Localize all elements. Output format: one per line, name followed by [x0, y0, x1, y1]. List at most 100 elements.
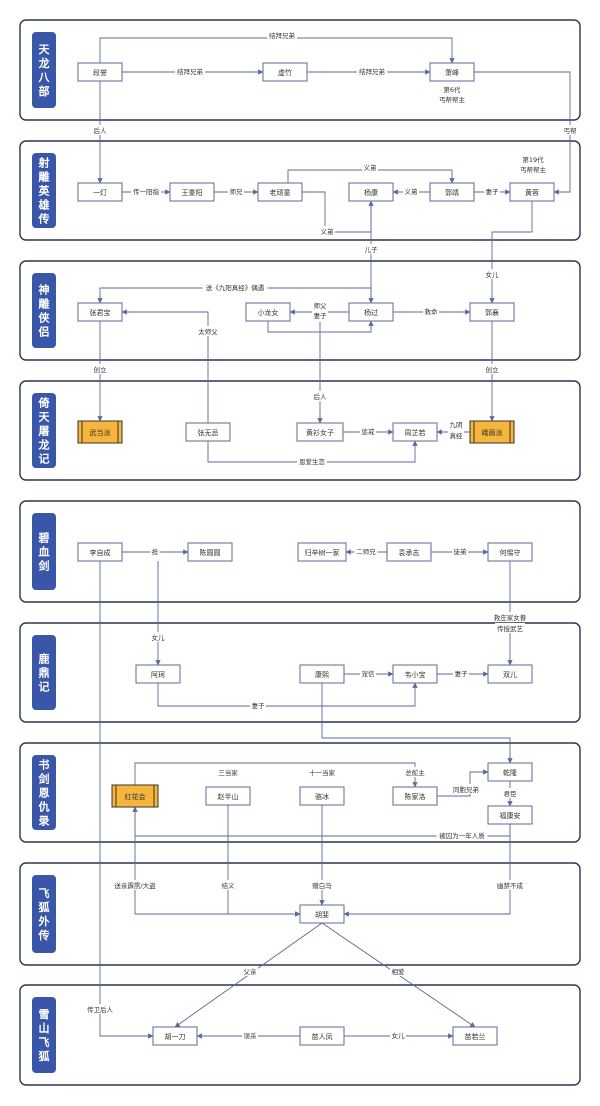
node-label: 乾隆	[503, 768, 517, 777]
node-label: 杨康	[364, 188, 378, 197]
edge-label-bg	[92, 125, 108, 135]
edge-label-bg	[502, 788, 518, 798]
edge-label: 结拜兄弟	[359, 67, 385, 76]
node-label: 小龙女	[258, 308, 279, 317]
edge-label: 妻子	[314, 311, 328, 320]
section-title: 雪山飞狐	[39, 1008, 50, 1063]
edge-label: 师父	[314, 301, 328, 310]
node-huangrong: 黄蓉	[509, 182, 555, 202]
edge-label-bg	[297, 456, 327, 466]
edge-label-bg	[362, 162, 378, 172]
node-zhangjunbao: 张君宝	[77, 302, 123, 322]
node-chenjialuo: 陈家洛	[392, 786, 438, 806]
section-title-box	[32, 393, 56, 468]
edge-label: 结拜兄弟	[177, 67, 203, 76]
edge-label-bg	[452, 546, 468, 556]
edge-label-bg	[453, 668, 469, 678]
node-huangshan: 黄衫女子	[296, 422, 344, 442]
node-aké: 阿珂	[135, 664, 181, 684]
node-label: 峨眉派	[482, 428, 503, 437]
edge-label-bg	[150, 632, 166, 642]
edge-label-bg	[518, 164, 548, 174]
edge-label-bg	[436, 830, 488, 840]
edge-label-bg	[360, 668, 376, 678]
node-label: 张无忌	[198, 428, 219, 437]
edge-label-bg	[440, 84, 464, 94]
node-laowantong: 老顽童	[257, 182, 303, 202]
node-xiaolongnv: 小龙女	[245, 302, 291, 322]
node-qianlong: 乾隆	[487, 762, 533, 782]
node-hufei: 胡斐	[299, 904, 345, 924]
edge-label-bg	[403, 186, 419, 196]
edge-label: 幽禁不成	[497, 881, 524, 890]
edge-label: 结拜兄弟	[269, 31, 295, 40]
relationship-edge	[321, 683, 513, 764]
edge-label-bg	[267, 30, 297, 40]
section-title-box	[32, 513, 56, 590]
edge-label: 二师兄	[356, 547, 376, 556]
edge-label: 同胞兄弟	[453, 785, 479, 794]
section-title: 神雕侠侣	[39, 283, 51, 339]
node-label: 虚竹	[278, 68, 292, 77]
node-yangguo: 杨过	[348, 302, 394, 322]
edge-label-bg	[109, 880, 161, 890]
edge-label-bg	[423, 306, 439, 316]
relationship-edge	[489, 201, 533, 304]
edge-label: 丐帮帮主	[520, 165, 547, 174]
edge-label-bg	[403, 767, 427, 777]
edge-label: 恩爱生恋	[299, 457, 326, 466]
edge-label-bg	[228, 186, 244, 196]
node-zhangwuji: 张无忌	[185, 422, 231, 442]
edge-label: 君臣	[504, 790, 518, 798]
edge-label-bg	[312, 300, 328, 310]
edge-label: 结义	[222, 881, 236, 890]
edge-label-bg	[390, 1030, 406, 1040]
node-label: 胡斐	[315, 910, 329, 919]
relationship-edge	[99, 561, 154, 1039]
section-title-box	[32, 635, 56, 710]
node-honghua: 红花会	[111, 784, 159, 808]
edge-label: 传授武艺	[497, 624, 524, 633]
edge-label: 创立	[486, 365, 500, 374]
node-chenyuanyuan: 陈圆圆	[187, 542, 233, 562]
section-title: 射雕英雄传	[38, 156, 51, 226]
edge-label: 传卫后人	[87, 1005, 114, 1014]
edge-label: 传一阳指	[133, 187, 160, 196]
edge-label: 义弟	[364, 163, 377, 172]
node-label: 袁承志	[399, 548, 420, 557]
node-label: 韦小宝	[405, 670, 426, 679]
node-label: 黄蓉	[525, 188, 539, 197]
edge-label: 十一当家	[309, 768, 336, 777]
edge-label: 送《九阳真经》偶遇	[206, 283, 265, 292]
node-label: 双儿	[503, 671, 517, 679]
node-label: 陈圆圆	[200, 548, 221, 557]
edge-label-bg	[562, 125, 578, 135]
edge-label-bg	[357, 66, 387, 76]
edge-label: 丐帮帮主	[439, 95, 466, 104]
node-xuzhu: 虚竹	[262, 62, 308, 82]
relationship-edge	[343, 824, 511, 917]
section-title-box	[32, 875, 56, 953]
edge-label: 送亲霹雳/大盗	[114, 881, 156, 890]
edge-label-bg	[495, 623, 525, 633]
edge-label: 抢	[152, 547, 159, 556]
node-fukangan: 福康安	[487, 805, 533, 825]
node-shuanger: 双儿	[487, 664, 533, 684]
relationship-edge	[157, 682, 418, 707]
node-label: 一灯	[93, 188, 107, 197]
node-label: 康熙	[315, 670, 329, 679]
edge-label-bg	[216, 767, 240, 777]
edge-label: 女儿	[392, 1031, 406, 1040]
edge-label: 第6代	[443, 85, 461, 94]
section-title-box	[32, 32, 56, 108]
edge-label: 真经	[450, 431, 464, 440]
node-label: 陈家洛	[405, 792, 426, 801]
edge-label-bg	[307, 767, 337, 777]
section-title: 天龙八部	[38, 43, 51, 98]
node-zhaobanshan: 赵半山	[205, 786, 251, 806]
edge-label: 妻子	[486, 187, 500, 196]
node-label: 王重阳	[182, 188, 203, 197]
node-label: 赵半山	[218, 792, 239, 801]
edge-label-bg	[354, 546, 378, 556]
node-heitieshou: 何惕守	[487, 542, 533, 562]
